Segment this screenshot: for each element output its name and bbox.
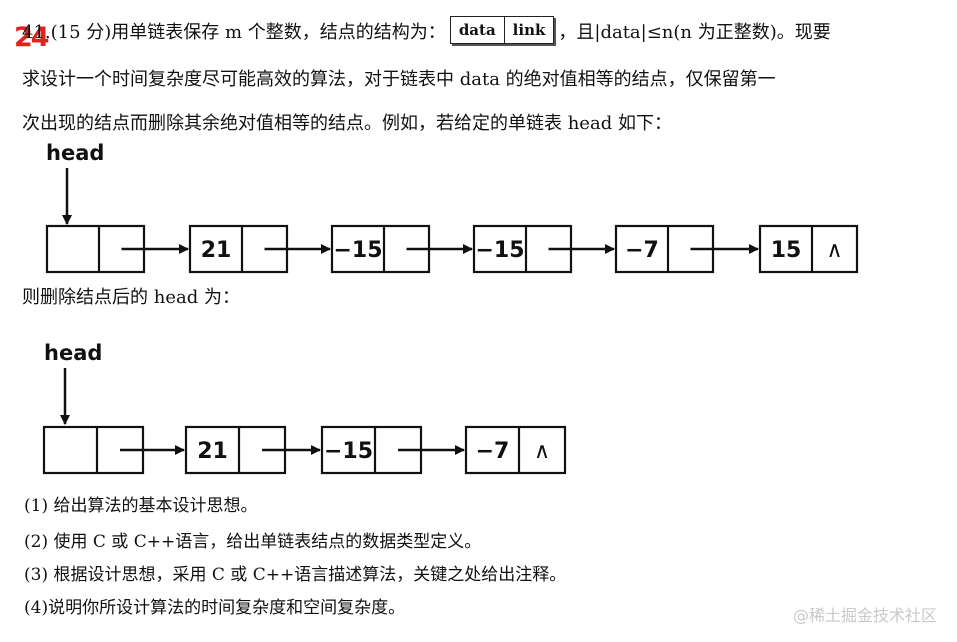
before-node-3: −15	[472, 224, 615, 274]
subquestion-4: (4)说明你所设计算法的时间复杂度和空间复杂度。	[24, 598, 406, 618]
before-node-1: 21	[188, 224, 331, 274]
question-line-1-after: ，且|data|≤n(n 为正整数)。现要	[558, 22, 831, 43]
head-label-after: head	[44, 341, 102, 365]
before-node-5: 15 ∧	[758, 224, 859, 274]
after-node-2: −15	[320, 425, 465, 475]
before-null-pointer-symbol: ∧	[826, 238, 842, 263]
before-node-value-1: 21	[201, 238, 232, 263]
question-line-1-before: 41.(15 分)用单链表保存 m 个整数，结点的结构为：	[22, 22, 446, 43]
before-node-2: −15	[330, 224, 473, 274]
after-node-0	[42, 425, 185, 475]
after-node-3: −7 ∧	[464, 425, 567, 475]
before-node-box-5	[758, 224, 859, 274]
before-node-value-2: −15	[333, 238, 382, 263]
linked-list-before-diagram: head 21 −15 −15 −7 15 ∧	[45, 141, 859, 274]
subquestion-3: (3) 根据设计思想，采用 C 或 C++语言描述算法，关键之处给出注释。	[24, 565, 567, 585]
after-node-value-3: −7	[476, 439, 510, 464]
subquestion-1: (1) 给出算法的基本设计思想。	[24, 496, 258, 516]
struct-field-link: link	[503, 17, 554, 43]
before-node-0	[45, 224, 189, 274]
subquestion-2: (2) 使用 C 或 C++语言，给出单链表结点的数据类型定义。	[24, 532, 482, 552]
question-line-2: 求设计一个时间复杂度尽可能高效的算法，对于链表中 data 的绝对值相等的结点，…	[22, 69, 776, 90]
linked-list-after-diagram: head 21 −15 −7 ∧	[42, 341, 567, 475]
before-node-value-3: −15	[475, 238, 524, 263]
question-number-overlay: 24	[14, 22, 50, 53]
before-node-value-4: −7	[625, 238, 659, 263]
struct-field-data: data	[458, 21, 496, 39]
after-deletion-label: 则删除结点后的 head 为：	[22, 287, 240, 308]
after-null-pointer-symbol: ∧	[534, 439, 550, 464]
head-label-before: head	[46, 141, 104, 165]
after-node-value-2: −15	[324, 439, 373, 464]
before-node-4: −7	[614, 224, 759, 274]
watermark: @稀土掘金技术社区	[792, 606, 937, 625]
question-line-1: 41.(15 分)用单链表保存 m 个整数，结点的结构为： data link，且|…	[22, 16, 831, 46]
before-node-box-4	[614, 224, 715, 274]
question-line-3: 次出现的结点而删除其余绝对值相等的结点。例如，若给定的单链表 head 如下：	[22, 113, 672, 134]
after-node-1: 21	[184, 425, 321, 475]
before-node-value-5: 15	[771, 238, 802, 263]
after-node-box-3	[464, 425, 567, 475]
node-structure-box: data link	[449, 16, 555, 44]
after-node-value-1: 21	[197, 439, 228, 464]
